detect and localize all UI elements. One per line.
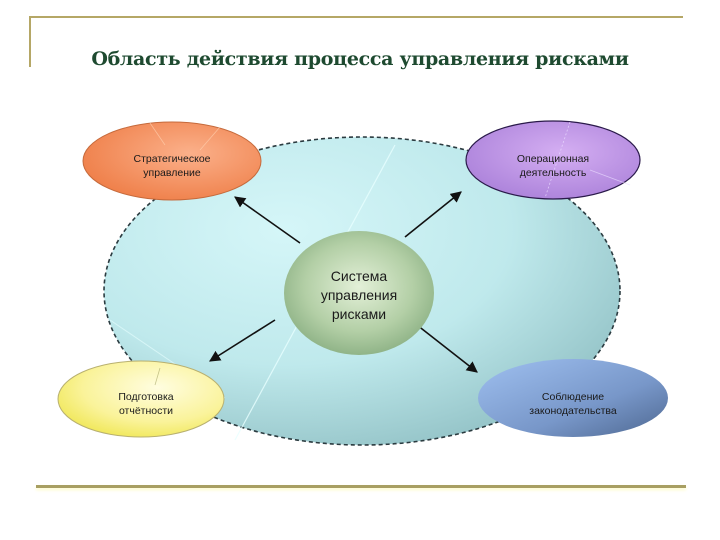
operational-label-line1: Операционная	[516, 153, 590, 165]
center-label: Система управления рисками	[289, 267, 429, 324]
reporting-label-line1: Подготовка	[118, 391, 174, 403]
center-label-line1: Система	[330, 268, 388, 284]
center-label-line2: управления	[320, 286, 398, 303]
strategic-label-line2: управление	[143, 166, 201, 179]
arrow-to-reporting	[209, 319, 276, 362]
operational-ellipse[interactable]	[465, 120, 641, 200]
strategic-label: Стратегическое управление	[92, 153, 252, 180]
compliance-label-line1: Соблюдение	[541, 391, 605, 403]
center-label-line3: рисками	[331, 305, 387, 322]
reporting-label: Подготовка отчётности	[66, 391, 226, 418]
arrow-to-compliance	[416, 324, 478, 373]
frame-bottom-line	[36, 485, 686, 488]
operational-label: Операционная деятельность	[473, 153, 633, 180]
strategic-label-line1: Стратегическое	[133, 153, 211, 165]
slide-title: Область действия процесса управления рис…	[91, 48, 629, 70]
arrow-to-operational	[404, 191, 462, 238]
arrow-to-strategic	[234, 196, 301, 244]
reporting-ellipse[interactable]	[57, 360, 225, 438]
connector-arrows	[209, 191, 478, 373]
compliance-label-line2: законодательства	[529, 404, 617, 417]
compliance-label: Соблюдение законодательства	[493, 391, 653, 418]
compliance-ellipse[interactable]	[478, 359, 668, 437]
strategic-ellipse[interactable]	[82, 121, 262, 201]
frame-top-line	[29, 16, 683, 18]
operational-label-line2: деятельность	[519, 166, 587, 179]
reporting-label-line2: отчётности	[118, 404, 174, 417]
frame-left-line	[29, 16, 31, 67]
center-ellipse[interactable]	[284, 231, 434, 355]
